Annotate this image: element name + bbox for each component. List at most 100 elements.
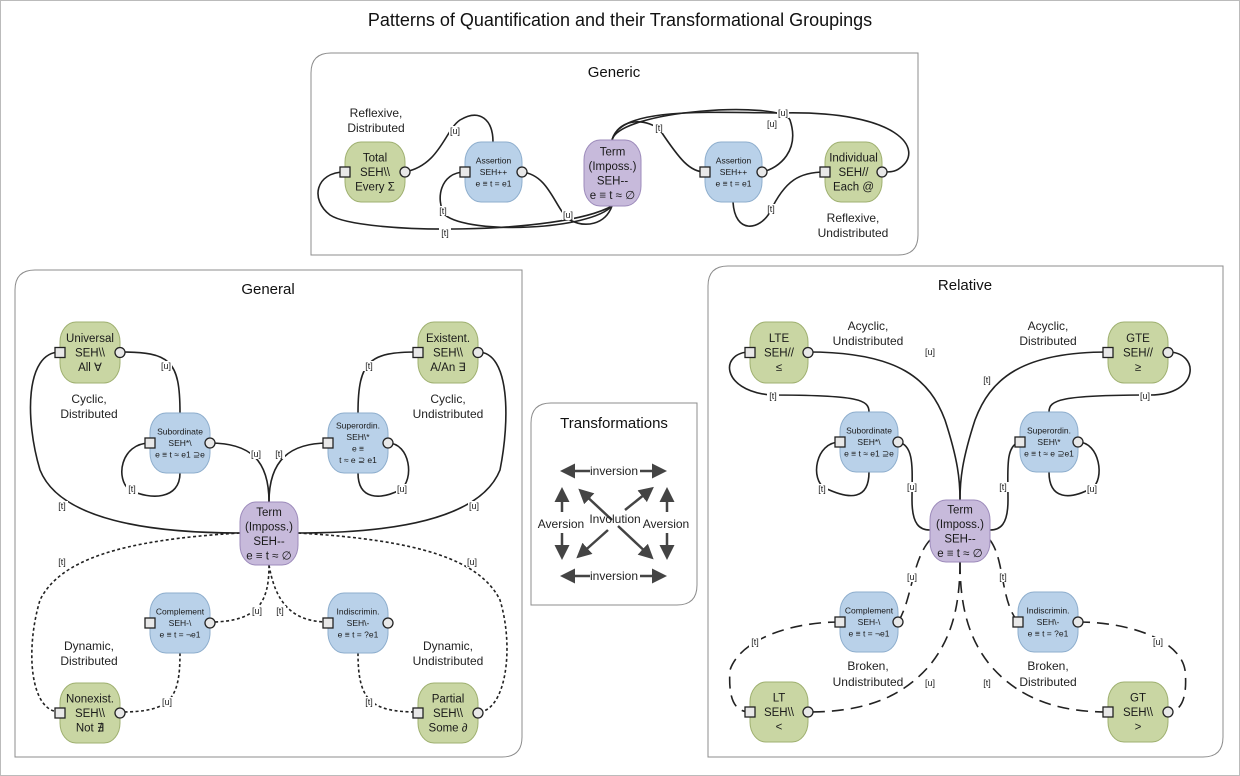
edge-label: [t] <box>818 484 826 494</box>
output-port-circle-icon[interactable] <box>802 706 814 718</box>
input-port-square-icon[interactable] <box>1012 616 1024 628</box>
input-port-square-icon[interactable] <box>834 616 846 628</box>
output-port-circle-icon[interactable] <box>382 437 394 449</box>
caption: Cyclic, <box>430 392 465 406</box>
inversion-label-top: inversion <box>590 464 638 478</box>
input-port-square-icon[interactable] <box>1014 436 1026 448</box>
input-port-square-icon[interactable] <box>144 617 156 629</box>
input-port-square-icon[interactable] <box>819 166 831 178</box>
input-port-square-icon[interactable] <box>144 437 156 449</box>
node-label-line: e ≡ t = e1 <box>716 178 752 188</box>
input-port-square-icon[interactable] <box>412 346 424 359</box>
input-port-square-icon[interactable] <box>1102 346 1114 359</box>
node-n_exist[interactable]: Existent.SEH\\A/An ∃ <box>412 321 484 384</box>
node-n_super[interactable]: Superordin.SEH\*e ≡t ≈ e ⊇ e1 <box>322 412 394 474</box>
input-port-square-icon[interactable] <box>322 437 334 449</box>
edge-label-background <box>363 361 375 371</box>
input-port-square-icon[interactable] <box>744 706 756 718</box>
node-label-line: Total <box>363 153 387 165</box>
caption: Undistributed <box>818 226 889 240</box>
node-label-line: SEH// <box>764 348 795 360</box>
output-port-circle-icon[interactable] <box>1072 616 1084 628</box>
caption: Distributed <box>60 654 117 668</box>
output-port-circle-icon[interactable] <box>114 346 126 359</box>
output-port-circle-icon[interactable] <box>892 616 904 628</box>
input-port-square-icon[interactable] <box>699 166 711 178</box>
output-port-circle-icon[interactable] <box>472 707 484 719</box>
node-n_nonex[interactable]: Nonexist.SEH\\Not ∄ <box>54 682 126 744</box>
edge-label-background <box>251 606 263 616</box>
node-g_term[interactable]: Term(Imposs.)SEH--e ≡ t ≈ ∅ <box>583 139 642 207</box>
input-port-square-icon[interactable] <box>322 617 334 629</box>
output-port-circle-icon[interactable] <box>876 166 888 178</box>
node-n_indis[interactable]: Indiscrimin.SEH\-e ≡ t = ?e1 <box>322 592 394 654</box>
panel-title-relative: Relative <box>938 277 992 294</box>
output-port-circle-icon[interactable] <box>472 346 484 359</box>
output-port-circle-icon[interactable] <box>756 166 768 178</box>
output-port-circle-icon[interactable] <box>1072 436 1084 448</box>
edge-label-background <box>906 572 918 582</box>
output-port-circle-icon[interactable] <box>114 707 126 719</box>
node-label-line: Individual <box>829 153 878 165</box>
input-port-square-icon[interactable] <box>459 166 471 178</box>
edge-label: [t] <box>441 228 449 238</box>
input-port-square-icon[interactable] <box>339 166 351 178</box>
node-label-line: e ≡ t = ¬e1 <box>160 629 201 639</box>
output-port-circle-icon[interactable] <box>1162 346 1174 359</box>
edge-r_term-r_lt <box>807 561 961 713</box>
caption: Dynamic, <box>64 639 114 653</box>
edge-label-background <box>997 482 1009 492</box>
node-label-line: SEH\\ <box>433 348 464 360</box>
output-port-circle-icon[interactable] <box>382 617 394 629</box>
node-label-line: e ≡ t = e1 <box>476 178 512 188</box>
edge-label-background <box>250 449 262 459</box>
input-port-square-icon[interactable] <box>54 346 66 359</box>
input-port-square-icon[interactable] <box>412 707 424 719</box>
node-label-line: SEH\* <box>1037 437 1061 447</box>
node-label-line: e ≡ t ≈ ∅ <box>590 190 635 202</box>
output-port-circle-icon[interactable] <box>892 436 904 448</box>
edge-label: [t] <box>439 206 447 216</box>
output-port-circle-icon[interactable] <box>399 166 411 178</box>
edge-label-background <box>363 697 375 707</box>
edge-label: [t] <box>751 637 759 647</box>
input-port-square-icon[interactable] <box>834 436 846 448</box>
edge-label-background <box>437 206 449 216</box>
node-label-line: Not ∄ <box>76 722 104 735</box>
output-port-circle-icon[interactable] <box>204 617 216 629</box>
output-port-circle-icon[interactable] <box>1162 706 1174 718</box>
node-label-line: t ≈ e ⊇ e1 <box>339 455 377 465</box>
node-n_term[interactable]: Term(Imposs.)SEH--e ≡ t ≈ ∅ <box>239 501 299 566</box>
edge-label: [t] <box>655 123 663 133</box>
node-r_term[interactable]: Term(Imposs.)SEH--e ≡ t ≈ ∅ <box>929 499 991 563</box>
input-port-square-icon[interactable] <box>744 346 756 359</box>
output-port-circle-icon[interactable] <box>516 166 528 178</box>
edge-label: [t] <box>983 678 991 688</box>
output-port-circle-icon[interactable] <box>204 437 216 449</box>
node-r_indis[interactable]: Indiscrimin.SEH\-e ≡ t = ?e1 <box>1012 591 1084 653</box>
edge-label-background <box>1086 484 1098 494</box>
node-r_super[interactable]: Superordin.SEH\*e ≡ t ≈ e ⊇e1 <box>1014 411 1084 473</box>
caption: Undistributed <box>413 407 484 421</box>
edge-label: [t] <box>999 572 1007 582</box>
node-label-line: SEH*\ <box>857 437 881 447</box>
output-port-circle-icon[interactable] <box>802 346 814 359</box>
caption: Acyclic, <box>848 319 889 333</box>
inversion-label-bottom: inversion <box>590 569 638 583</box>
input-port-square-icon[interactable] <box>54 707 66 719</box>
input-port-square-icon[interactable] <box>1102 706 1114 718</box>
